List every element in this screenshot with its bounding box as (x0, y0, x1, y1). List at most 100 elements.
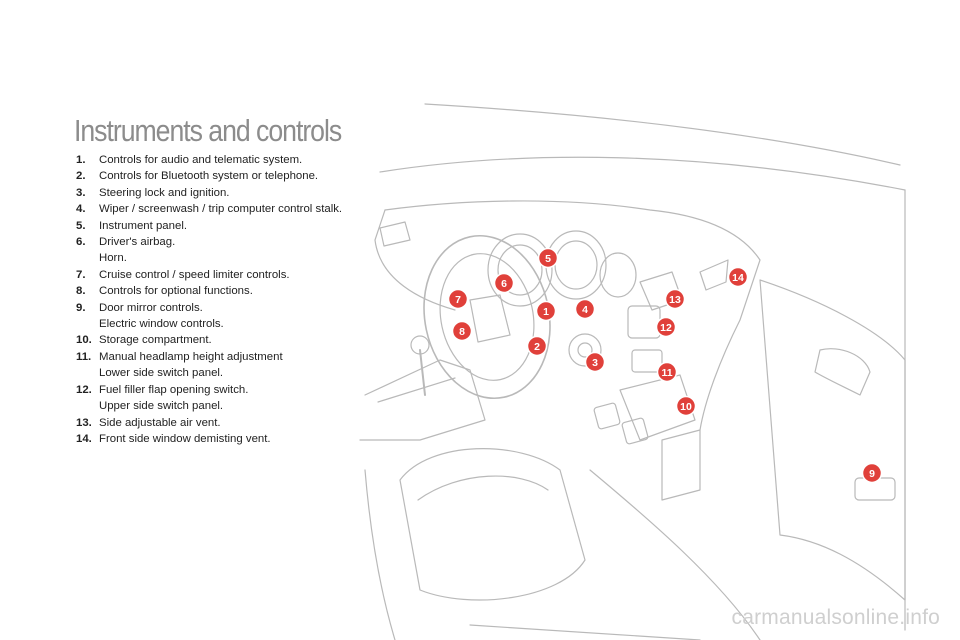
steering-hub (469, 294, 511, 343)
callout-marker (861, 462, 883, 484)
watermark-text: carmanualsonline.info (731, 606, 940, 629)
callout-label: 10 (680, 401, 692, 413)
legend-description: Controls for Bluetooth system or telepho… (99, 168, 346, 184)
speedometer-inner (554, 240, 598, 290)
demister-vent (699, 259, 729, 291)
legend-line: Controls for audio and telematic system. (99, 154, 303, 166)
legend-number: 13. (76, 416, 92, 429)
legend-number: 7. (76, 268, 86, 281)
legend-line: Door mirror controls. (99, 301, 203, 314)
legend-description: Wiper / screenwash / trip computer contr… (99, 201, 346, 217)
callout-marker (675, 395, 697, 417)
legend-item: 8. Controls for optional functions. (76, 283, 346, 299)
dashboard-outline (384, 200, 761, 431)
legend-number: 6. (76, 236, 86, 249)
legend-item: 3. Steering lock and ignition. (76, 185, 346, 201)
legend-number: 11. (76, 350, 92, 363)
ignition-key-slot (577, 342, 593, 358)
legend-item: 4. Wiper / screenwash / trip computer con… (76, 201, 346, 217)
callout-label: 14 (732, 272, 744, 284)
legend-description: Steering lock and ignition. (99, 185, 346, 201)
legend-description: Controls for audio and telematic system. (99, 152, 346, 168)
legend-item: 13. Side adjustable air vent. (76, 415, 346, 431)
legend-description: Side adjustable air vent. (99, 415, 346, 431)
legend-line: Driver's airbag. (99, 236, 176, 249)
lower-switch-panel (631, 349, 663, 373)
legend-item: 5.Instrument panel. (76, 218, 346, 234)
tachometer-inner (497, 244, 543, 296)
passenger-air-vent (379, 221, 411, 247)
callout-label: 8 (459, 326, 465, 338)
legend-description: Driver's airbag. Horn. (99, 234, 346, 267)
legend-number: 8. (76, 285, 86, 298)
driver-door (759, 279, 906, 601)
windscreen-line (424, 103, 901, 166)
page-title: Instruments and controls (74, 112, 342, 148)
callout-label: 11 (661, 367, 672, 379)
legend-number: 3. (76, 186, 86, 199)
legend-number: 2. (76, 170, 86, 183)
fuel-gauge-dial (599, 252, 637, 298)
legend-number: 14. (76, 432, 92, 445)
legend-line: Storage compartment. (99, 334, 212, 347)
legend-description: Fuel filler flap opening switch. Upper si… (99, 382, 346, 415)
callout-label: 9 (869, 468, 875, 480)
legend-description: Front side window demisting vent. (99, 431, 346, 447)
storage-compartment (619, 374, 696, 441)
clutch-pedal (593, 402, 621, 430)
ignition-switch (568, 333, 602, 367)
floor-bottom-line (469, 624, 701, 640)
callout-label: 12 (660, 322, 672, 334)
legend-number: 4. (76, 203, 86, 216)
callout-marker (451, 320, 473, 342)
legend-item: 12. Fuel filler flap opening switch. Upper… (76, 382, 346, 415)
legend-line: Controls for optional functions. (99, 285, 253, 298)
legend-line: Side adjustable air vent. (99, 416, 221, 429)
legend-item: 6. Driver's airbag. Horn. (76, 234, 346, 267)
callout-marker (493, 272, 515, 294)
seat-cushion-line (417, 475, 549, 501)
legend-line: Steering lock and ignition. (99, 186, 230, 199)
callout-label: 3 (592, 357, 598, 369)
legend-number: 12. (76, 383, 92, 396)
legend-item: 1. Controls for audio and telematic syste… (76, 152, 346, 168)
callout-marker (535, 300, 557, 322)
legend-line: Front side window demisting vent. (99, 432, 271, 445)
legend-item: 14. Front side window demisting vent. (76, 431, 346, 447)
callout-marker (526, 335, 548, 357)
callout-marker (656, 361, 678, 383)
callout-marker (574, 298, 596, 320)
legend-description: Controls for optional functions. (99, 283, 346, 299)
roof-edge-line (379, 156, 906, 191)
legend-line: Horn. (99, 252, 127, 265)
dashboard-passenger-side (374, 209, 456, 311)
controls-legend: 1. Controls for audio and telematic syste… (76, 152, 346, 447)
legend-description: Door mirror controls. Electric window con… (99, 300, 346, 333)
callout-marker (655, 316, 677, 338)
legend-line: Cruise control / speed limiter controls. (99, 268, 290, 281)
callout-marker (447, 288, 469, 310)
legend-line: Instrument panel. (99, 219, 188, 232)
legend-line: Upper side switch panel. (99, 400, 224, 413)
legend-item: 9.Door mirror controls.Electric window c… (76, 300, 346, 333)
legend-line: Fuel filler flap opening switch. (99, 383, 249, 396)
legend-item: 2. Controls for Bluetooth system or telep… (76, 168, 346, 184)
callout-marker (584, 351, 606, 373)
legend-number: 1. (76, 154, 86, 166)
seat-left-edge (364, 469, 396, 640)
floor-line (589, 469, 761, 640)
tachometer-dial (487, 233, 553, 307)
callout-label: 1 (543, 306, 549, 318)
upper-switch-panel (627, 305, 661, 339)
legend-line: Electric window controls. (99, 318, 224, 331)
legend-number: 10. (76, 334, 92, 347)
door-handle (814, 348, 871, 396)
callout-marker (537, 247, 559, 269)
callout-label: 7 (455, 294, 461, 306)
callout-label: 4 (582, 304, 588, 316)
legend-description: Instrument panel. (99, 218, 346, 234)
legend-line: Lower side switch panel. (99, 367, 224, 380)
gear-knob (410, 335, 430, 355)
